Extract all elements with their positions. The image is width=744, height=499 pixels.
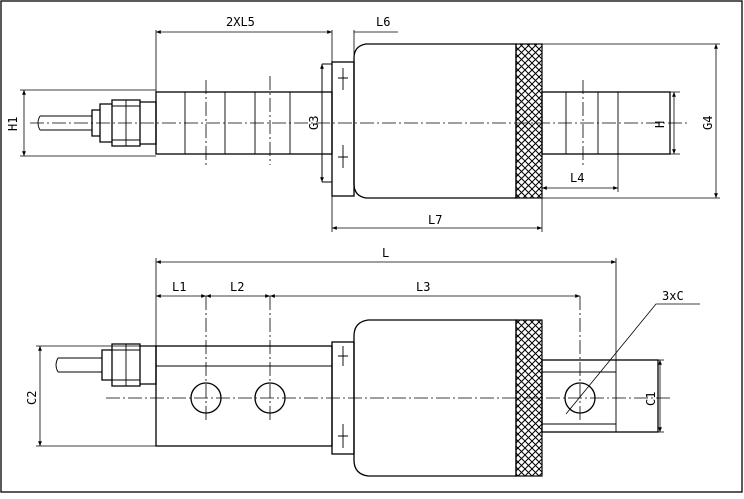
bottom-cable — [55, 357, 102, 373]
bottom-body — [155, 345, 333, 447]
label-3xc: 3xC — [662, 289, 684, 303]
top-gland — [91, 99, 157, 147]
label-l7: L7 — [428, 213, 442, 227]
top-view: 2XL5 L6 H1 G3 H G4 L4 L7 — [6, 15, 720, 232]
label-h: H — [653, 121, 667, 128]
label-l2: L2 — [230, 280, 244, 294]
label-g4: G4 — [701, 116, 715, 130]
bottom-end-block — [541, 359, 659, 433]
top-screw-marks — [338, 68, 348, 168]
top-cylinder — [353, 43, 517, 199]
label-g3: G3 — [307, 116, 321, 130]
label-l3: L3 — [416, 280, 430, 294]
label-l: L — [382, 246, 389, 260]
top-knurl — [515, 43, 543, 199]
label-c2: C2 — [25, 391, 39, 405]
label-c1: C1 — [644, 392, 658, 406]
leader-3xc — [565, 303, 700, 415]
label-l6: L6 — [376, 15, 390, 29]
label-l4: L4 — [570, 171, 584, 185]
label-h1: H1 — [6, 117, 20, 131]
bottom-screw-marks — [338, 346, 348, 448]
label-l1: L1 — [172, 280, 186, 294]
bottom-view: L L1 L2 L3 3xC C2 C1 — [25, 246, 700, 477]
label-2xl5: 2XL5 — [226, 15, 255, 29]
